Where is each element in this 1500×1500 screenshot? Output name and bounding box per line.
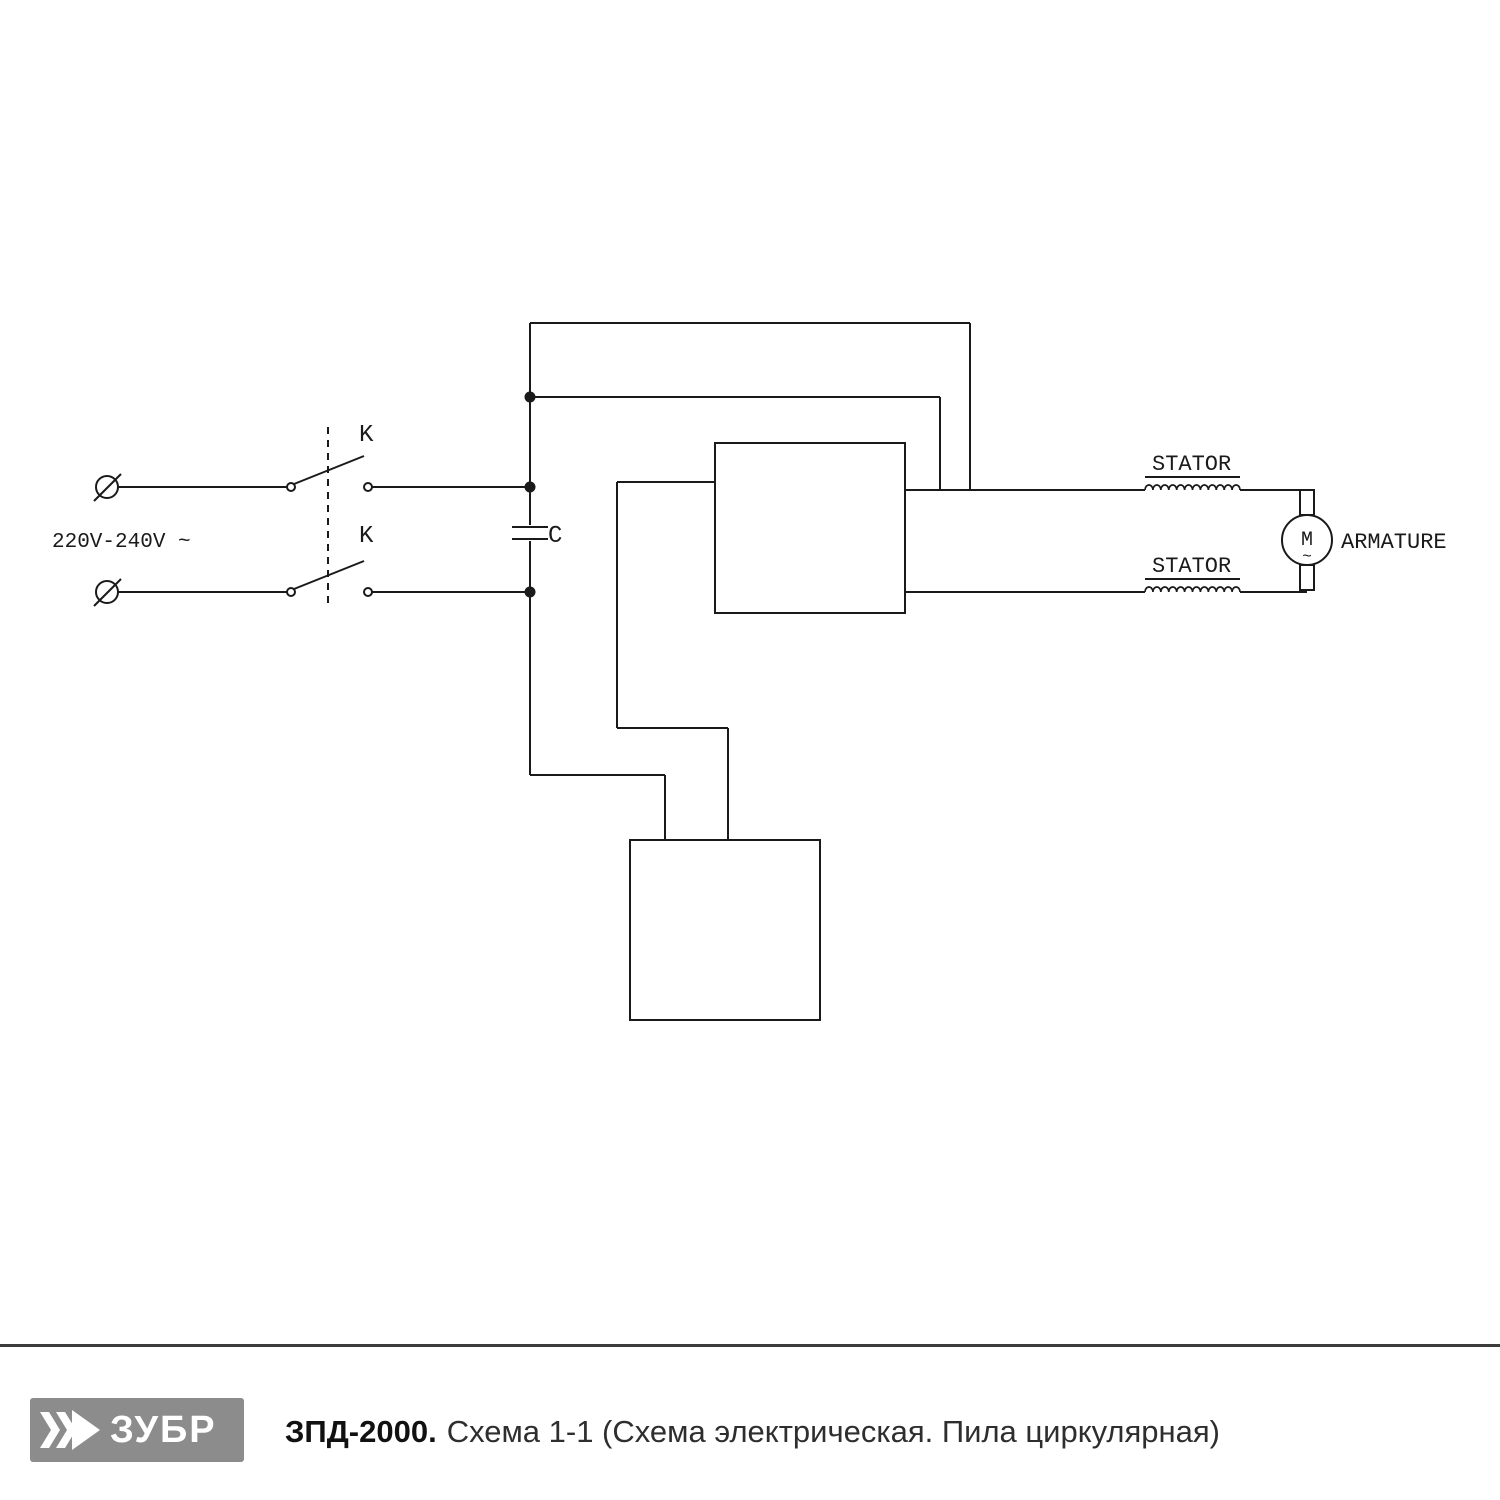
zubr-logo: ЗУБР [30,1398,244,1462]
stator-coil-top [905,476,1307,491]
caption-text: Схема 1-1 (Схема электрическая. Пила цир… [446,1414,1221,1449]
junction-dots [524,391,536,598]
brush-top [1299,489,1315,516]
brush-bottom [1299,564,1315,591]
controller-to-module-wires [616,481,729,840]
brand-name: ЗУБР [110,1409,217,1451]
motor-tilde: ~ [1302,548,1312,566]
model-number: ЗПД-2000. [285,1414,437,1449]
motor-letter: M [1301,529,1313,552]
switch-k-top [118,455,530,492]
switch-top-label: K [359,422,374,449]
footer-divider [0,1344,1500,1347]
capacitor-c [512,487,548,592]
mains-terminal-top [93,473,122,502]
switch-k-bottom [118,560,530,597]
mains-terminal-bottom [93,578,122,607]
stator-top-label: STATOR [1152,452,1231,477]
footer-caption: ЗПД-2000. Схема 1-1 (Схема электрическая.… [285,1414,1220,1450]
module-box [629,839,821,1021]
mains-to-module-wires [529,592,666,840]
controller-box [714,442,906,614]
armature-label: ARMATURE [1341,530,1447,555]
motor-armature: M ~ [1281,489,1333,591]
stator-bottom-label: STATOR [1152,554,1231,579]
top-feed-wires [529,322,971,490]
switch-bottom-label: K [359,523,374,550]
stator-coil-bottom [905,578,1307,593]
zubr-logo-icon [40,1410,100,1450]
capacitor-label: C [548,523,562,550]
voltage-label: 220V-240V ~ [52,531,191,554]
